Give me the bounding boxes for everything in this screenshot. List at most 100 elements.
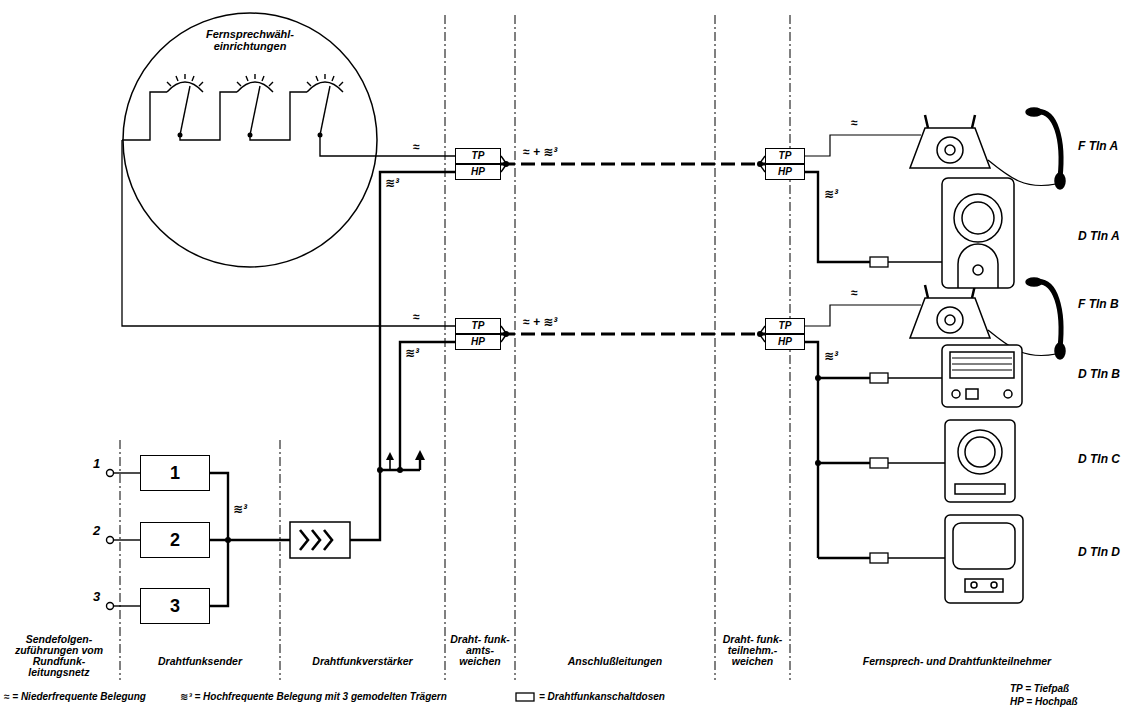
legend-entry: TP = Tiefpaß [1010,683,1069,695]
switch-pivot [248,133,253,138]
filter-box: HP [765,334,805,350]
radio-drawing [1004,390,1012,398]
radio-drawing [965,437,995,467]
subscriber-label: D Tln B [1078,368,1120,381]
filter-box: TP [455,148,501,164]
column-separator [715,15,716,680]
transmitter-box: 1 [140,455,210,491]
input-number: 3 [93,590,100,604]
signal-label: ≋³ [232,503,248,516]
node-text: TP [779,150,792,162]
connection-box [870,458,888,468]
connection-box [870,257,888,267]
signal-label: ≋³ [384,177,400,190]
radio-drawing [973,265,983,275]
node-text: TP [472,150,485,162]
subscriber-wire [805,342,818,558]
subscriber-label: D Tln D [1078,546,1120,559]
junction-dot [815,375,821,466]
selector-switch [237,82,273,92]
column-separator [515,15,516,680]
amplifier-symbol [290,522,350,558]
subscriber-wire [805,172,870,262]
junction-dot [815,460,821,466]
connector-label: ≈ [412,140,421,154]
radio-drawing [952,358,1012,370]
branch-arrow [386,450,425,470]
signal-label: ≋³ [823,188,839,201]
connector [501,163,765,166]
selector-switch [180,92,237,140]
filter-box: TP [455,318,501,334]
selector-switch [122,92,167,140]
radio-drawing [958,244,998,288]
selector-switch [167,82,203,92]
hf-wire [350,172,455,540]
radio-drawing [971,582,977,588]
legend-entry: = Drahtfunkanschaltdosen [515,691,665,703]
telephone-drawing [1035,112,1061,178]
column-heading: Fernsprech- und Drahtfunkteilnehmer [792,656,1122,667]
radio-drawing [991,582,997,588]
subscriber-wire [805,135,945,558]
radio-drawing [962,202,994,234]
subscriber-wire [888,557,945,558]
telephone-drawing [910,108,1065,189]
transmitter-box: 2 [140,522,210,558]
node-text: HP [778,336,792,348]
column-separator [280,440,281,680]
connection-box [870,373,888,383]
column-heading: Drahtfunkverstärker [282,656,443,667]
radio-drawing [955,484,1005,494]
legend-entry: ≈ = Niederfrequente Belegung [4,691,146,703]
transmitter-box: 3 [140,588,210,624]
node-text: TP [779,320,792,332]
radio-drawing [945,420,1015,502]
column-heading: Sendefolgen- zuführungen vom Rundfunk- l… [2,634,116,678]
hf-wire [210,539,290,541]
legend-entry: HP = Hochpaß [1010,696,1078,708]
branch-arrow [386,452,394,460]
radio-drawing [965,579,1003,592]
exchange-circle: Fernsprechwähl- einrichtungen [122,12,378,268]
connector [122,140,455,326]
radio-drawing [945,515,1023,603]
legend-text: = Drahtfunkanschaltdosen [539,691,665,703]
selector-switch [320,135,378,156]
node-text: Fernsprechwähl- einrichtungen [195,28,305,52]
input-number: 1 [93,457,100,471]
selector-switch [180,86,190,135]
node-text: HP [778,166,792,178]
telephone-drawing [1055,173,1065,189]
telephone-drawing [1035,282,1061,348]
subscriber-wire [805,135,921,156]
filter-box: TP [765,148,805,164]
selector-switch [307,82,343,92]
subscriber-wire [818,377,870,379]
selector-switch [250,92,307,140]
connector [501,333,765,336]
junction-dot [503,161,763,337]
node-text: 1 [170,463,180,483]
subscriber-wire [818,557,870,559]
telephone-drawing [1026,108,1042,116]
radio-drawing [942,345,1022,407]
telephone-drawing [945,315,955,325]
legend-text: TP = Tiefpaß [1010,683,1069,695]
subscriber-wire [818,462,870,464]
hf-wire [400,342,455,470]
input-terminal [114,605,140,606]
radio-drawing [958,430,1002,474]
subscriber-label: F Tln A [1078,140,1118,153]
connector-label: ≈ [412,310,421,324]
filter-box: TP [765,318,805,334]
subscriber-wire [888,261,942,262]
column-heading: Draht- funk- amts- weichen [446,634,514,667]
filter-junction [501,156,765,342]
legend-sample [515,692,535,702]
subscriber-wire [805,305,921,326]
connection-box [870,257,888,563]
switch-pivot [178,133,183,138]
selector-switch [320,86,330,135]
